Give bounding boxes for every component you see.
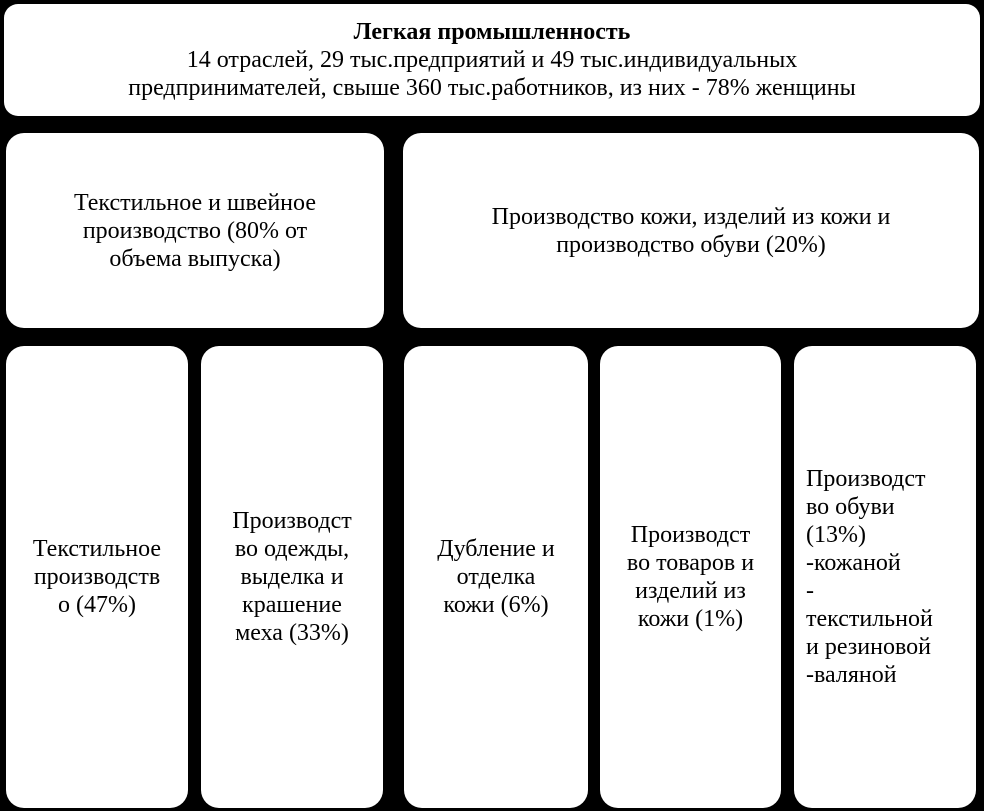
leaf-node-clothing-production: Производст во одежды, выделка и крашение…	[201, 346, 383, 808]
root-description-line-2: предпринимателей, свыше 360 тыс.работник…	[128, 75, 856, 101]
root-title: Легкая промышленность	[353, 19, 631, 45]
leaf-line: Дубление и	[437, 536, 555, 562]
leaf-line: во товаров и	[626, 550, 755, 576]
group-textile-line: Текстильное и швейное	[74, 189, 316, 216]
leaf-line: кожи (1%)	[637, 606, 744, 632]
group-node-leather: Производство кожи, изделий из кожи и про…	[403, 133, 979, 328]
leaf-line: -	[806, 578, 814, 604]
leaf-line: кожи (6%)	[443, 592, 549, 618]
group-node-textile: Текстильное и швейное производство (80% …	[6, 133, 384, 328]
leaf-line: -кожаной	[806, 550, 901, 576]
leaf-line: меха (33%)	[235, 620, 349, 646]
leaf-line: выделка и	[240, 564, 344, 590]
leaf-line: отделка	[456, 564, 536, 590]
root-description-line-1: 14 отраслей, 29 тыс.предприятий и 49 тыс…	[186, 47, 798, 73]
group-textile-line: производство (80% от	[82, 217, 308, 244]
leaf-node-leather-goods: Производст во товаров и изделий из кожи …	[600, 346, 781, 808]
leaf-line: о (47%)	[58, 592, 136, 618]
group-leather-line: Производство кожи, изделий из кожи и	[491, 203, 891, 230]
group-leather-line: производство обуви (20%)	[556, 231, 826, 258]
leaf-line: производств	[33, 564, 161, 590]
leaf-node-textile-production: Текстильное производств о (47%)	[6, 346, 188, 808]
root-node: Легкая промышленность 14 отраслей, 29 ты…	[4, 4, 980, 116]
leaf-line: крашение	[242, 592, 342, 618]
leaf-line: во обуви	[806, 494, 895, 520]
leaf-line: изделий из	[635, 578, 746, 604]
leaf-line: Производст	[806, 466, 926, 492]
leaf-line: и резиновой	[806, 634, 931, 660]
leaf-node-tanning: Дубление и отделка кожи (6%)	[404, 346, 588, 808]
leaf-line: -валяной	[806, 662, 897, 688]
leaf-line: текстильной	[806, 606, 933, 632]
leaf-node-footwear: Производст во обуви (13%) -кожаной - тек…	[794, 346, 976, 808]
leaf-line: Производст	[232, 508, 352, 534]
leaf-line: Производст	[630, 522, 751, 548]
leaf-line: (13%)	[806, 522, 866, 548]
group-textile-line: объема выпуска)	[109, 245, 281, 272]
leaf-line: Текстильное	[32, 536, 162, 562]
leaf-line: во одежды,	[234, 536, 350, 562]
